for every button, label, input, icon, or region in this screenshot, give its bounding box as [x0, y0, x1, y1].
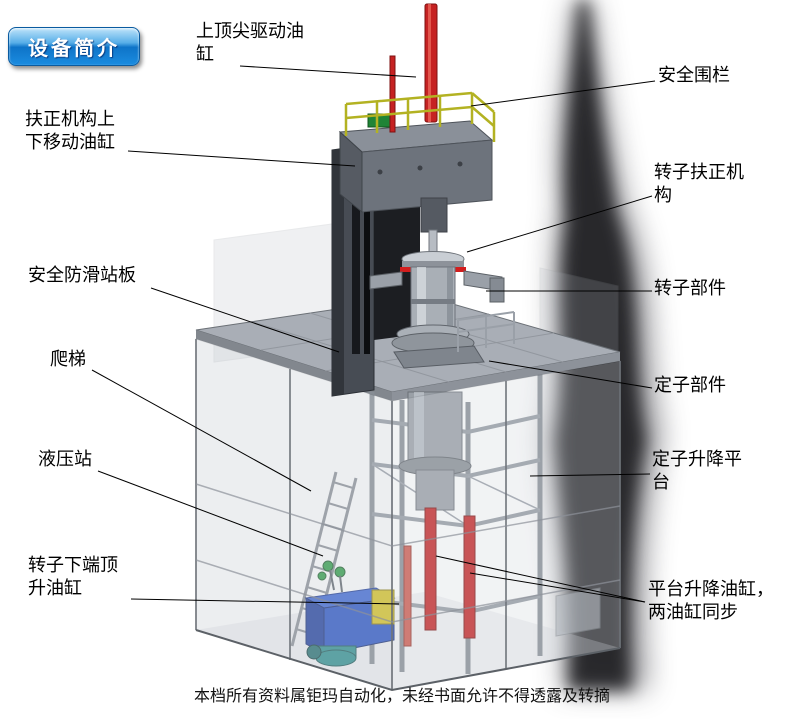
platform-lift-cylinders-graphic	[403, 507, 476, 647]
equipment-intro-badge: 设备简介	[8, 27, 140, 66]
label-rotor-part: 转子部件	[654, 278, 726, 299]
platform-side-rail	[457, 311, 515, 352]
stator-part-graphic	[398, 391, 472, 511]
shadow-smoke	[546, 0, 662, 690]
label-ladder: 爬梯	[50, 349, 86, 370]
footer-copyright: 本档所有资料属钜玛自动化，未经书面允许不得透露及转摘	[193, 686, 610, 705]
label-top-drive-cylinder: 上顶尖驱动油 缸	[196, 21, 304, 66]
cage-walls	[195, 338, 621, 692]
label-stator-part: 定子部件	[654, 375, 726, 396]
leader-lines	[91, 65, 656, 605]
label-stator-lift-platform: 定子升降平 台	[652, 449, 742, 494]
label-hydraulic-station: 液压站	[38, 449, 92, 470]
label-anti-slip-platform: 安全防滑站板	[28, 265, 136, 286]
safety-fence-graphic	[344, 91, 496, 142]
rotor-assembly	[369, 229, 505, 369]
label-safety-fence: 安全围栏	[658, 65, 730, 86]
label-centering-move-cylinder: 扶正机构上 下移动油缸	[25, 109, 115, 154]
stator-lift-frame	[369, 374, 543, 674]
label-rotor-centering-mechanism: 转子扶正机 构	[654, 162, 744, 207]
head-assembly	[338, 113, 494, 233]
label-platform-lift-cylinders: 平台升降油缸， 两油缸同步	[648, 579, 774, 624]
equipment-intro-badge-label: 设备简介	[28, 36, 120, 60]
label-rotor-bottom-jack-cylinder: 转子下端顶 升油缸	[28, 555, 118, 600]
top-drive-cylinder-graphic	[389, 3, 438, 133]
